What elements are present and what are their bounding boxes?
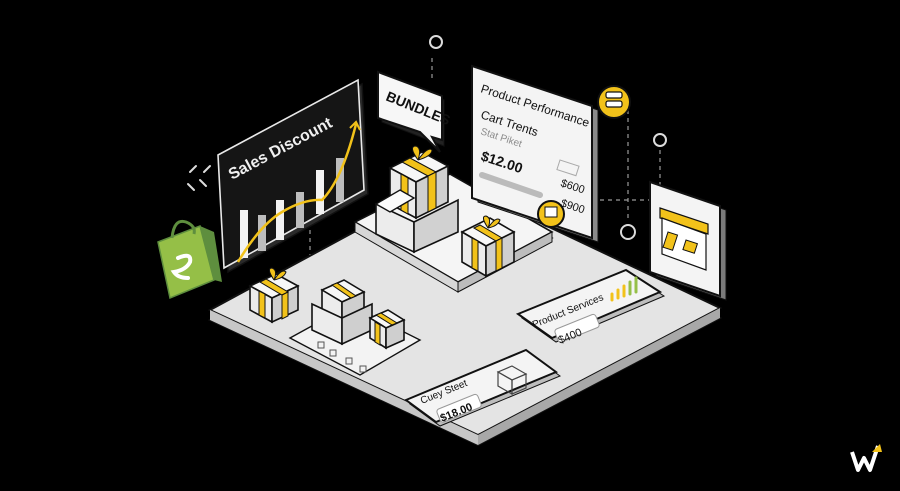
mini-bar-chart — [610, 276, 638, 302]
sales-bar-chart — [240, 158, 344, 258]
storefront-card — [649, 180, 727, 301]
gift-box-icon — [374, 189, 459, 254]
box-outline-icon — [496, 365, 528, 396]
sparkle-icon — [187, 165, 211, 191]
coin-icon — [597, 85, 631, 119]
bundles-bubble: BUNDLES — [377, 70, 453, 153]
gift-box-icon — [311, 279, 373, 346]
platform — [207, 178, 723, 447]
ring-marker — [429, 35, 443, 49]
gift-box-icon — [460, 215, 516, 278]
ring-marker — [620, 224, 636, 240]
storefront-icon — [659, 207, 709, 271]
gift-box-icon — [248, 267, 300, 324]
w-logo-icon — [850, 444, 882, 472]
sales-trend-line — [236, 123, 358, 263]
product-performance-card: Product Performance Cart Trents Stat Pik… — [471, 64, 599, 243]
coin-icon — [537, 200, 565, 228]
street-card: Cuey Steet $18.00 — [403, 348, 562, 427]
gift-box-icon — [368, 309, 406, 350]
ring-marker — [653, 133, 667, 147]
shopify-bag-icon — [157, 219, 222, 300]
